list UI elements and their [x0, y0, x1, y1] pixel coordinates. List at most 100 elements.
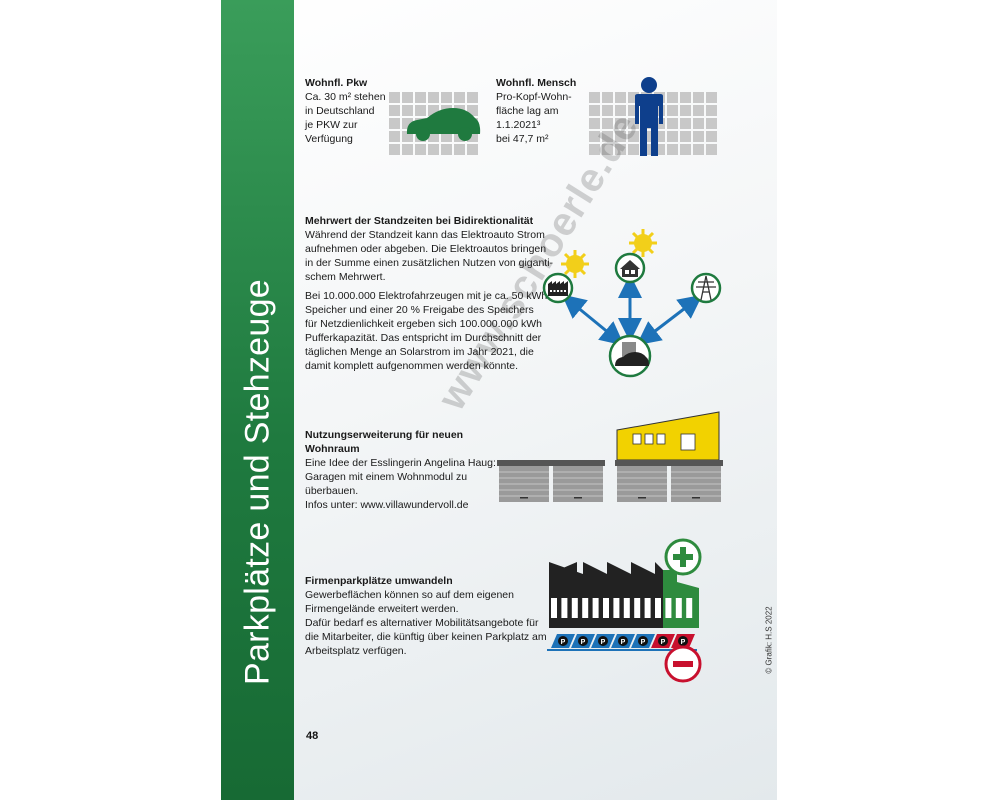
- grid-cell: [467, 144, 478, 155]
- bidi-line: Speicher und einer 20 % Freigabe des Spe…: [305, 304, 534, 316]
- grid-cell: [389, 105, 400, 116]
- nutzung-line: Eine Idee der Esslingerin Angelina Haug:: [305, 457, 496, 469]
- parking-baseline: [547, 649, 697, 651]
- bidi-heading: Mehrwert der Standzeiten bei Bidirektion…: [305, 215, 534, 227]
- grid-cell: [615, 131, 626, 142]
- parking-sign-icon: [658, 636, 668, 646]
- factory-window: [623, 598, 630, 618]
- factory-window: [551, 598, 557, 618]
- parking-sign-icon: [618, 636, 628, 646]
- parking-letter: P: [661, 639, 666, 646]
- grid-cell: [654, 144, 665, 155]
- graphic-credit: © Grafik: H.S 2022: [764, 606, 774, 674]
- firmen-line: Dafür bedarf es alternativer Mobilitätsa…: [305, 617, 539, 629]
- grid-cell: [402, 92, 413, 103]
- nutzung-text: Nutzungserweiterung für neuen Wohnraum E…: [305, 428, 496, 512]
- plus-icon: [664, 538, 702, 576]
- grid-cell: [402, 131, 413, 142]
- factory-window: [592, 598, 599, 618]
- grid-cell: [628, 92, 639, 103]
- bidi-line: damit komplett aufgenommen werden könnte…: [305, 360, 519, 372]
- bidi-line: Pufferkapazität. Das entspricht im Durch…: [305, 332, 542, 344]
- parking-sign-icon: [638, 636, 648, 646]
- grid-cell: [667, 131, 678, 142]
- parking-letter: P: [681, 639, 686, 646]
- grid-cell: [589, 131, 600, 142]
- garage-house-icon: [615, 411, 723, 502]
- pkw-line: Verfügung: [305, 133, 353, 145]
- grid-cell: [706, 144, 717, 155]
- grid-cell: [680, 131, 691, 142]
- nutzung-line: Garagen mit einem Wohnmodul zu: [305, 471, 468, 483]
- mensch-line: 1.1.2021³: [496, 119, 541, 131]
- parking-letter: P: [621, 639, 626, 646]
- grid-cell: [680, 118, 691, 129]
- firmen-line: die Mitarbeiter, die künftig über keinen…: [305, 631, 547, 643]
- page-number: 48: [306, 730, 319, 742]
- page: Parkplätze und Stehzeuge Wohnfl. Pkw Ca.…: [221, 0, 777, 800]
- grid-cell: [402, 105, 413, 116]
- grid-cell: [680, 92, 691, 103]
- grid-cell: [602, 144, 613, 155]
- grid-cell: [589, 105, 600, 116]
- grid-cell: [428, 105, 439, 116]
- factory-window: [603, 598, 609, 618]
- power-pylon-icon: [690, 272, 722, 304]
- grid-cell: [602, 118, 613, 129]
- grid-cell: [415, 144, 426, 155]
- bidirectional-diagram: [542, 229, 722, 378]
- grid-cell: [667, 105, 678, 116]
- factory-window: [571, 598, 578, 618]
- grid-cell: [693, 144, 704, 155]
- mensch-line: bei 47,7 m²: [496, 133, 549, 145]
- grid-cell: [667, 92, 678, 103]
- grid-cell: [589, 144, 600, 155]
- parking-sign-icon: [678, 636, 688, 646]
- firmen-heading: Firmenparkplätze umwandeln: [305, 575, 453, 587]
- grid-cell: [428, 131, 439, 142]
- bidi-line: Während der Standzeit kann das Elektroau…: [305, 229, 545, 241]
- parking-sign-icon: [598, 636, 608, 646]
- grid-cell: [402, 144, 413, 155]
- grid-cell: [667, 118, 678, 129]
- grid-cell: [693, 118, 704, 129]
- pkw-line: je PKW zur: [305, 119, 358, 131]
- factory-window: [686, 598, 693, 618]
- grid-cell: [706, 92, 717, 103]
- grid-cell: [615, 105, 626, 116]
- grid-cell: [441, 92, 452, 103]
- nutzung-line: überbauen.: [305, 485, 359, 497]
- grid-cell: [628, 144, 639, 155]
- sidebar: Parkplätze und Stehzeuge: [221, 0, 294, 800]
- factory-window: [644, 598, 651, 618]
- grid-cell: [602, 105, 613, 116]
- grid-cell: [415, 92, 426, 103]
- grid-cell: [428, 144, 439, 155]
- bidi-line: Bei 10.000.000 Elektrofahrzeugen mit je …: [305, 290, 548, 302]
- mensch-text: Wohnfl. Mensch Pro-Kopf-Wohn- fläche lag…: [496, 76, 576, 146]
- grid-cell: [706, 105, 717, 116]
- grid-cell: [667, 144, 678, 155]
- nutzung-heading: Wohnraum: [305, 443, 360, 455]
- firmen-text: Firmenparkplätze umwandeln Gewerbefläche…: [305, 574, 547, 658]
- grid-cell: [467, 105, 478, 116]
- grid-cell: [415, 105, 426, 116]
- parking-sign-icon: [578, 636, 588, 646]
- grid-cell: [615, 144, 626, 155]
- firmen-line: Firmengelände erweitert werden.: [305, 603, 459, 615]
- parking-letter: P: [581, 639, 586, 646]
- mensch-line: fläche lag am: [496, 105, 559, 117]
- parking-letter: P: [561, 639, 566, 646]
- grid-cell: [428, 92, 439, 103]
- grid-cell: [628, 118, 639, 129]
- grid-cell: [589, 92, 600, 103]
- grid-cell: [389, 131, 400, 142]
- grid-cell: [467, 131, 478, 142]
- sidebar-title: Parkplätze und Stehzeuge: [238, 278, 277, 686]
- grid-cell: [589, 118, 600, 129]
- grid-cell: [454, 144, 465, 155]
- pkw-line: Ca. 30 m² stehen: [305, 91, 386, 103]
- grid-cell: [693, 131, 704, 142]
- firmen-line: Arbeitsplatz verfügen.: [305, 645, 407, 657]
- pkw-line: in Deutschland: [305, 105, 375, 117]
